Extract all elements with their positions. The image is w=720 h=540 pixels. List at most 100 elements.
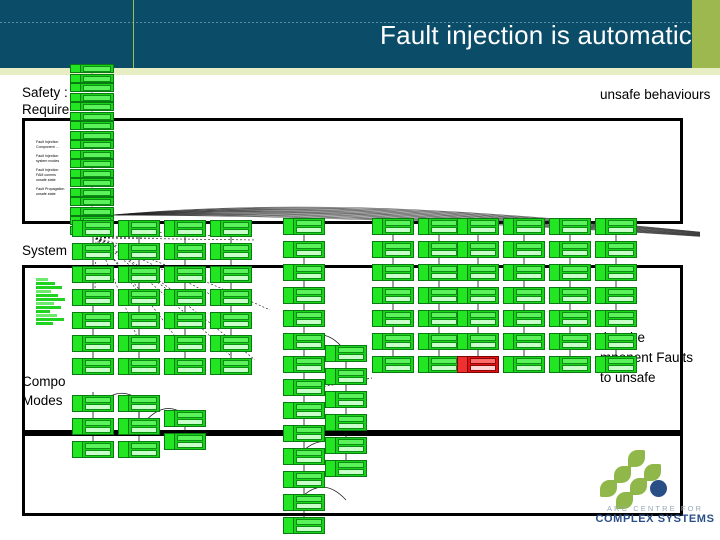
graph-node[interactable] [503, 287, 545, 304]
graph-node[interactable] [118, 220, 160, 237]
graph-node[interactable] [595, 264, 637, 281]
graph-node[interactable] [325, 345, 367, 362]
graph-node[interactable] [549, 264, 591, 281]
graph-node[interactable] [372, 241, 414, 258]
graph-node[interactable] [372, 264, 414, 281]
graph-node[interactable] [70, 92, 114, 102]
graph-node[interactable] [72, 395, 114, 412]
graph-node[interactable] [210, 335, 252, 352]
graph-node[interactable] [283, 264, 325, 281]
graph-node[interactable] [549, 241, 591, 258]
graph-node[interactable] [549, 333, 591, 350]
graph-node[interactable] [283, 310, 325, 327]
graph-node[interactable] [70, 73, 114, 83]
graph-node[interactable] [372, 287, 414, 304]
graph-node[interactable] [457, 287, 499, 304]
graph-node[interactable] [70, 178, 114, 187]
graph-node[interactable] [503, 264, 545, 281]
graph-node[interactable] [549, 218, 591, 235]
graph-node[interactable] [549, 356, 591, 373]
graph-node[interactable] [118, 243, 160, 260]
graph-node[interactable] [72, 243, 114, 260]
graph-node[interactable] [372, 333, 414, 350]
graph-node[interactable] [118, 266, 160, 283]
graph-node[interactable] [418, 218, 460, 235]
graph-node[interactable] [503, 310, 545, 327]
graph-node[interactable] [283, 287, 325, 304]
graph-node[interactable] [418, 333, 460, 350]
graph-node[interactable] [457, 310, 499, 327]
graph-node[interactable] [457, 218, 499, 235]
graph-node[interactable] [70, 111, 114, 121]
graph-node[interactable] [210, 220, 252, 237]
graph-node[interactable] [70, 130, 114, 140]
graph-node[interactable] [372, 356, 414, 373]
graph-node[interactable] [283, 494, 325, 511]
graph-node[interactable] [164, 220, 206, 237]
graph-node[interactable] [325, 391, 367, 408]
graph-node[interactable] [595, 218, 637, 235]
graph-node[interactable] [70, 121, 114, 130]
graph-node[interactable] [595, 287, 637, 304]
graph-node[interactable] [595, 356, 637, 373]
graph-node[interactable] [70, 159, 114, 168]
graph-node[interactable] [325, 414, 367, 431]
graph-node[interactable] [118, 312, 160, 329]
graph-node[interactable] [118, 395, 160, 412]
graph-node[interactable] [457, 241, 499, 258]
graph-node[interactable] [210, 312, 252, 329]
graph-node[interactable] [164, 410, 206, 427]
graph-node[interactable] [70, 83, 114, 92]
graph-node[interactable] [283, 333, 325, 350]
graph-node[interactable] [503, 333, 545, 350]
graph-node[interactable] [164, 358, 206, 375]
graph-node[interactable] [118, 441, 160, 458]
graph-node[interactable] [418, 356, 460, 373]
graph-node[interactable] [118, 335, 160, 352]
graph-node-fault[interactable] [457, 356, 499, 373]
graph-node[interactable] [72, 289, 114, 306]
graph-node[interactable] [72, 266, 114, 283]
graph-node[interactable] [283, 241, 325, 258]
graph-node[interactable] [325, 437, 367, 454]
graph-node[interactable] [418, 241, 460, 258]
graph-node[interactable] [72, 418, 114, 435]
graph-node[interactable] [72, 441, 114, 458]
graph-node[interactable] [325, 460, 367, 477]
graph-node[interactable] [325, 368, 367, 385]
graph-node[interactable] [72, 335, 114, 352]
graph-node[interactable] [372, 310, 414, 327]
graph-node[interactable] [283, 471, 325, 488]
graph-node[interactable] [70, 64, 114, 73]
graph-node[interactable] [70, 206, 114, 216]
graph-node[interactable] [210, 266, 252, 283]
graph-node[interactable] [595, 310, 637, 327]
graph-node[interactable] [503, 218, 545, 235]
graph-node[interactable] [457, 264, 499, 281]
graph-node[interactable] [283, 517, 325, 534]
graph-node[interactable] [118, 358, 160, 375]
graph-node[interactable] [164, 266, 206, 283]
graph-node[interactable] [283, 218, 325, 235]
graph-node[interactable] [595, 241, 637, 258]
graph-node[interactable] [283, 448, 325, 465]
graph-node[interactable] [418, 287, 460, 304]
graph-node[interactable] [503, 241, 545, 258]
graph-node[interactable] [283, 425, 325, 442]
graph-node[interactable] [164, 312, 206, 329]
graph-node[interactable] [595, 333, 637, 350]
graph-node[interactable] [70, 102, 114, 111]
graph-node[interactable] [210, 243, 252, 260]
graph-node[interactable] [549, 310, 591, 327]
graph-node[interactable] [70, 197, 114, 206]
graph-node[interactable] [283, 356, 325, 373]
graph-node[interactable] [164, 335, 206, 352]
graph-node[interactable] [457, 333, 499, 350]
graph-node[interactable] [210, 358, 252, 375]
graph-node[interactable] [418, 264, 460, 281]
graph-node[interactable] [164, 243, 206, 260]
graph-node[interactable] [72, 358, 114, 375]
graph-node[interactable] [164, 289, 206, 306]
graph-node[interactable] [70, 149, 114, 159]
graph-node[interactable] [283, 402, 325, 419]
